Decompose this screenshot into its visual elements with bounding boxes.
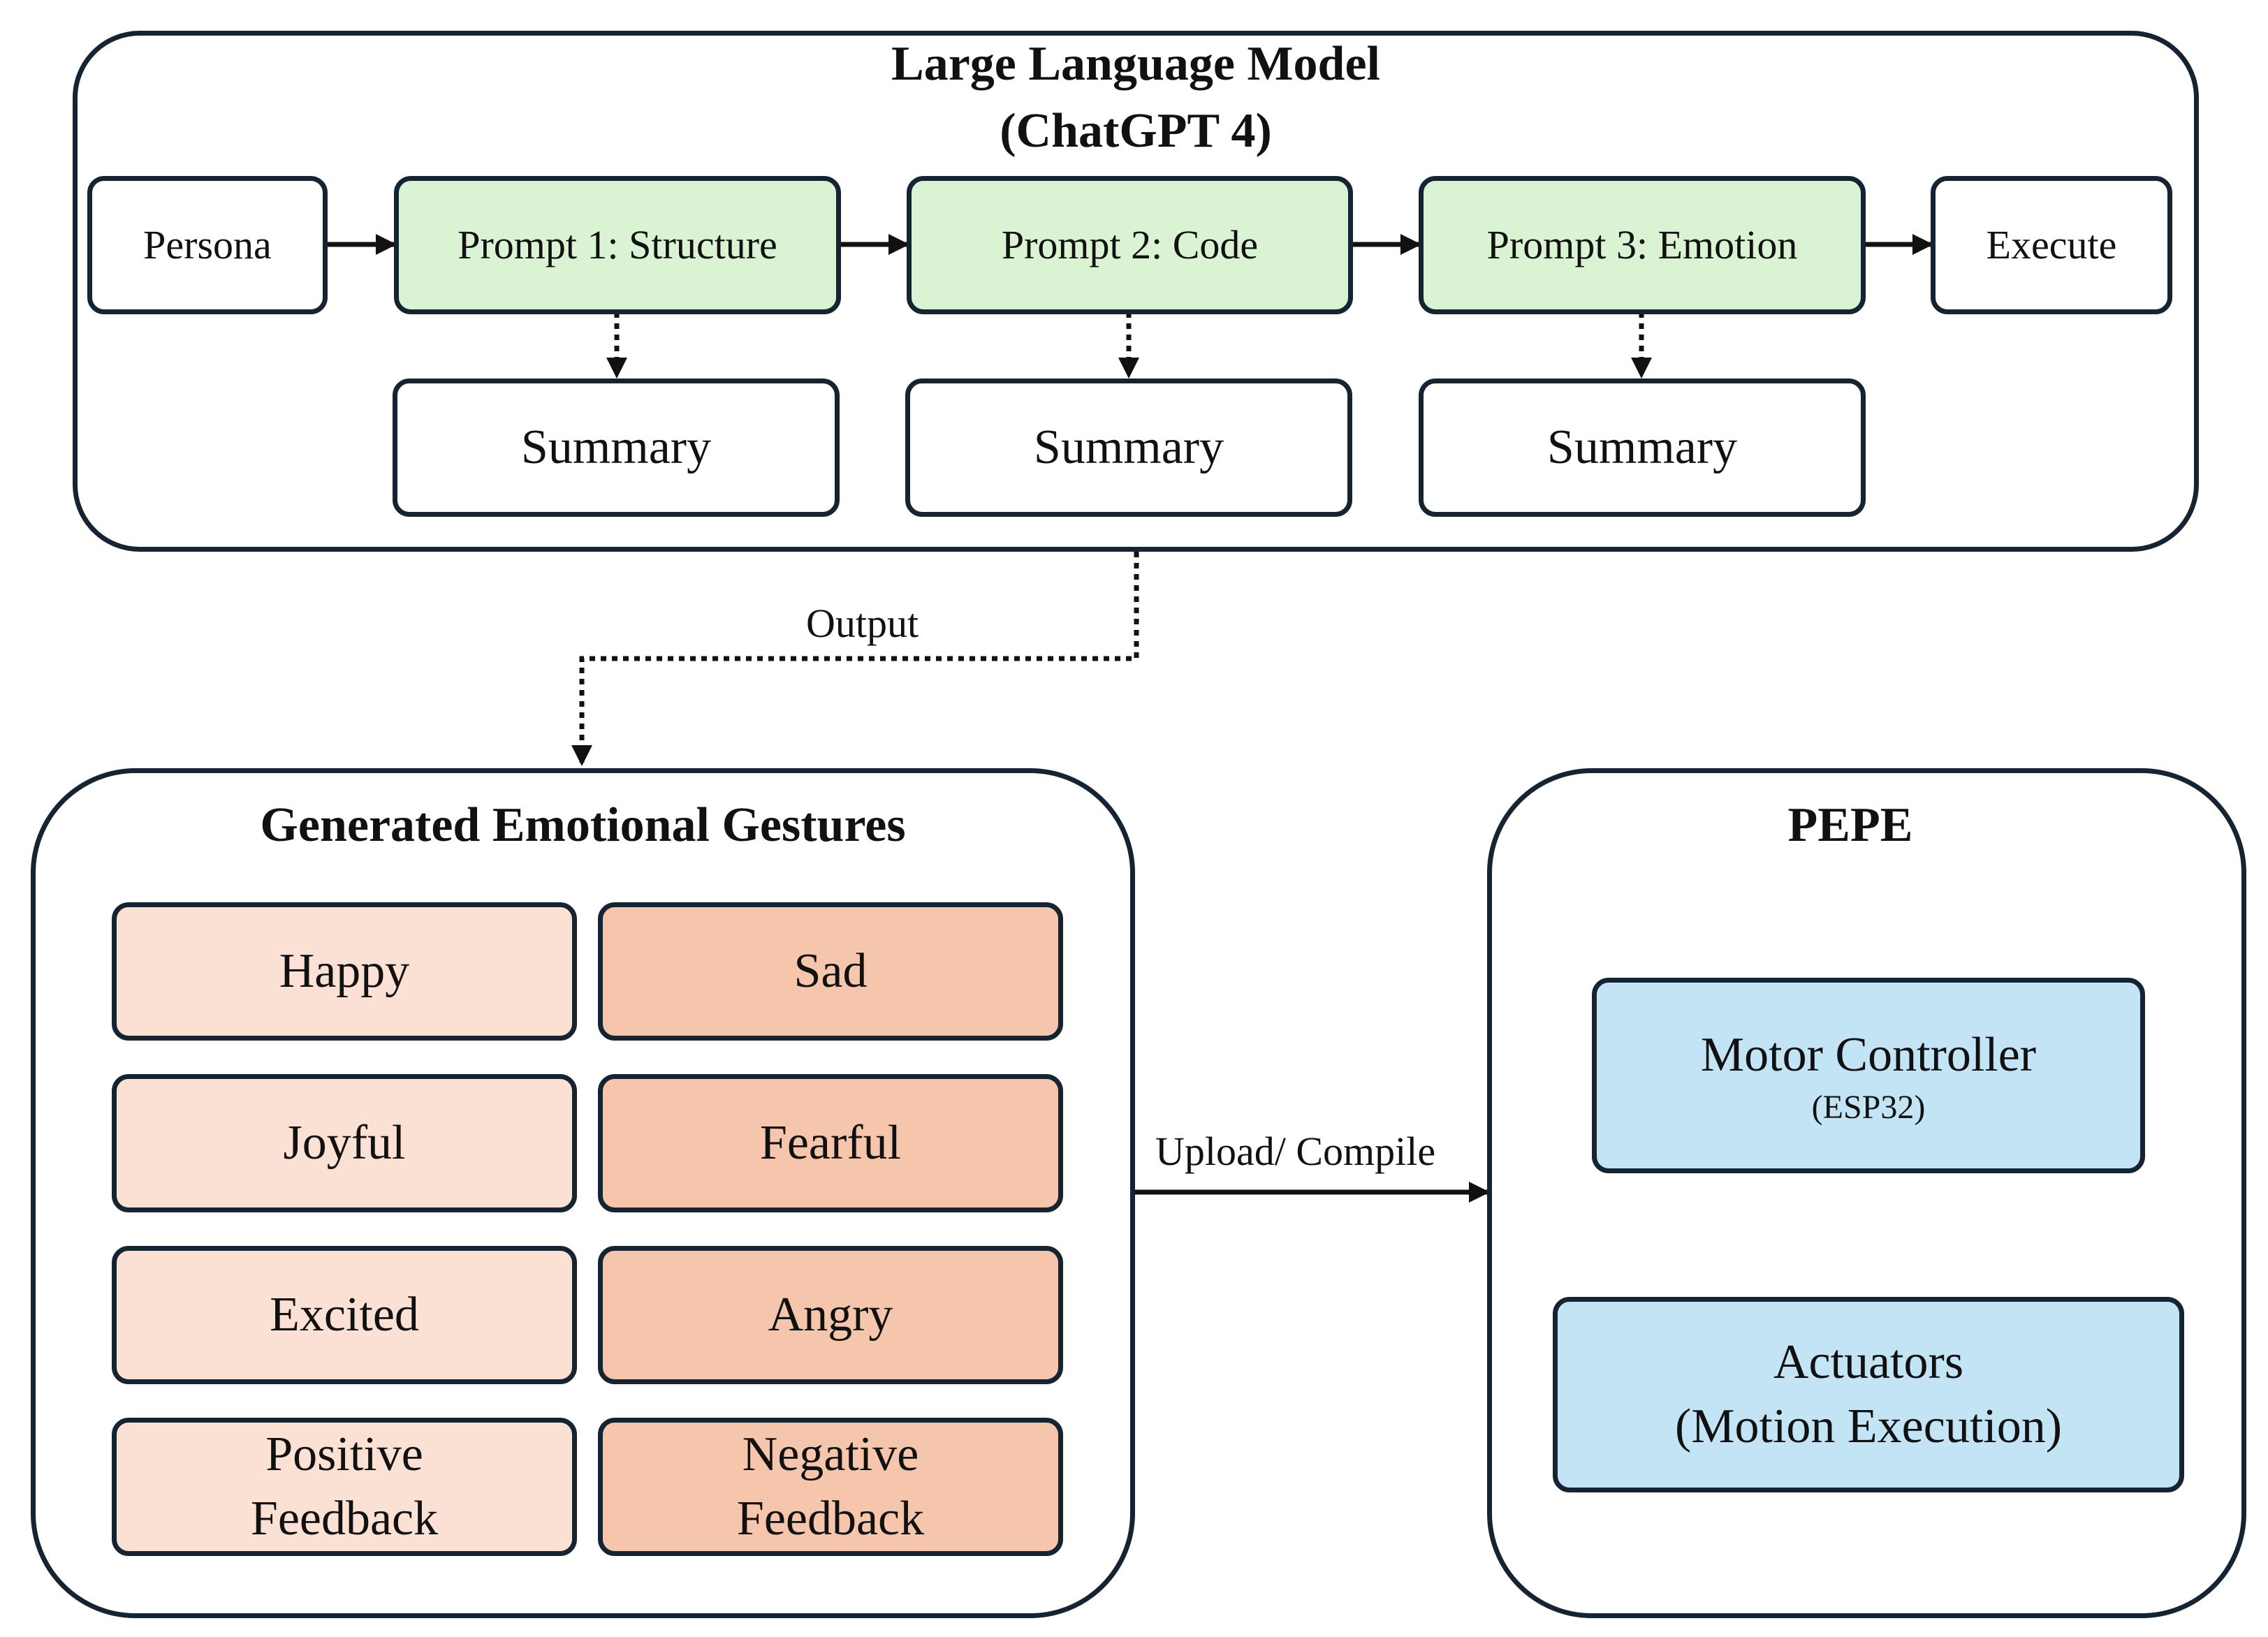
execute-box: Execute [1931,176,2172,314]
upload-compile-label: Upload/ Compile [1155,1129,1436,1174]
gesture-joyful-label: Joyful [283,1116,406,1170]
execute-label: Execute [1986,222,2117,267]
motor-controller-box: Motor Controller (ESP32) [1592,978,2145,1173]
gesture-fearful-label: Fearful [759,1116,902,1170]
llm-frame [73,31,2199,552]
summary1-label: Summary [520,420,712,474]
persona-label: Persona [143,222,272,267]
summary3-box: Summary [1419,379,1866,517]
prompt3-label: Prompt 3: Emotion [1486,222,1798,267]
prompt2-box: Prompt 2: Code [907,176,1353,314]
gesture-negative-line2: Feedback [736,1492,925,1546]
llm-title-line2: (ChatGPT 4) [1000,104,1272,158]
gesture-angry: Angry [598,1246,1063,1384]
gestures-title: Generated Emotional Gestures [260,798,906,852]
llm-title: Large Language Model (ChatGPT 4) [73,31,2199,165]
prompt1-box: Prompt 1: Structure [394,176,841,314]
motor-controller-label: Motor Controller [1700,1028,2037,1082]
gesture-negative-feedback: Negative Feedback [598,1418,1063,1556]
gesture-sad: Sad [598,902,1063,1041]
gesture-angry-label: Angry [768,1288,893,1342]
gesture-joyful: Joyful [112,1074,577,1212]
gesture-positive-line2: Feedback [250,1492,439,1546]
gesture-sad-label: Sad [793,944,868,998]
gesture-negative-line1: Negative [742,1427,919,1481]
arrow-output [571,552,1139,766]
gesture-positive-feedback: Positive Feedback [112,1418,577,1556]
motor-controller-sublabel: (ESP32) [1811,1089,1926,1126]
prompt2-label: Prompt 2: Code [1001,222,1259,267]
prompt1-label: Prompt 1: Structure [458,222,777,267]
actuators-line2: (Motion Execution) [1674,1400,2063,1453]
gesture-happy-label: Happy [279,944,410,998]
summary1-box: Summary [393,379,840,517]
summary2-box: Summary [905,379,1352,517]
prompt3-box: Prompt 3: Emotion [1419,176,1866,314]
gesture-positive-line1: Positive [265,1427,423,1481]
llm-title-line1: Large Language Model [891,37,1380,91]
pepe-title: PEPE [1787,798,1913,852]
summary3-label: Summary [1546,420,1738,474]
gesture-happy: Happy [112,902,577,1041]
gesture-fearful: Fearful [598,1074,1063,1212]
output-label: Output [806,601,919,646]
gesture-excited: Excited [112,1246,577,1384]
summary2-label: Summary [1033,420,1224,474]
actuators-line1: Actuators [1773,1335,1964,1389]
persona-box: Persona [87,176,328,314]
actuators-box: Actuators (Motion Execution) [1553,1297,2184,1492]
gesture-excited-label: Excited [270,1288,419,1342]
